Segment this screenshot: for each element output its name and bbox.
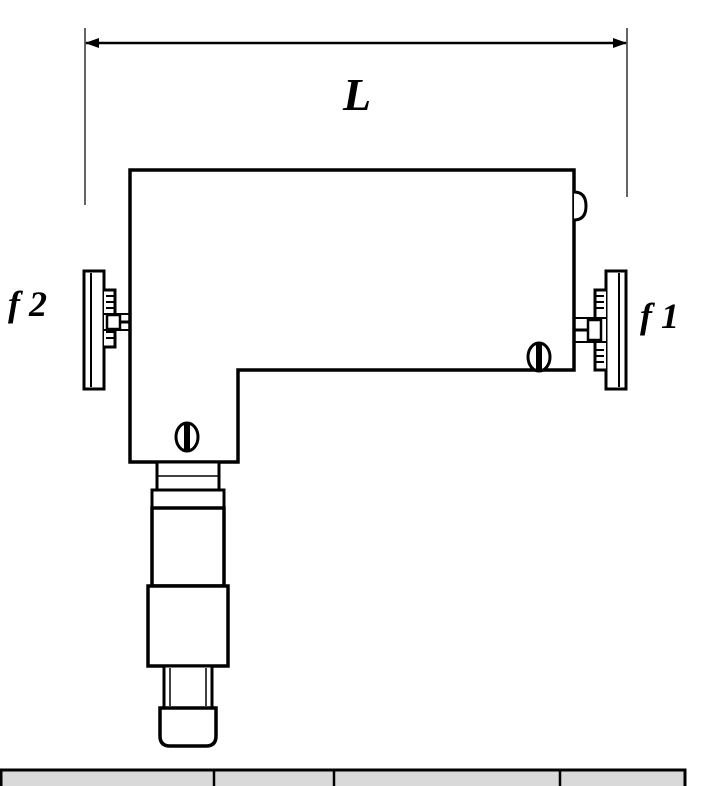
knob-right-label: f 1 xyxy=(640,296,679,336)
knob-left xyxy=(82,269,130,391)
shaft-spindle xyxy=(162,664,214,710)
length-label: L xyxy=(342,69,371,120)
shaft-thimble xyxy=(146,584,230,668)
length-dimension: L xyxy=(84,28,628,205)
body-outline xyxy=(128,168,576,464)
knob-right xyxy=(574,269,628,391)
shaft xyxy=(146,460,230,748)
shaft-collar xyxy=(150,488,226,510)
body-tab xyxy=(573,190,588,222)
screw-right xyxy=(526,341,552,373)
screw-bottom xyxy=(174,421,200,453)
knob-left-label: f 2 xyxy=(8,284,47,324)
table-strip xyxy=(0,768,687,786)
device-body xyxy=(128,168,588,464)
shaft-barrel xyxy=(150,506,226,588)
shaft-tip xyxy=(158,706,218,748)
